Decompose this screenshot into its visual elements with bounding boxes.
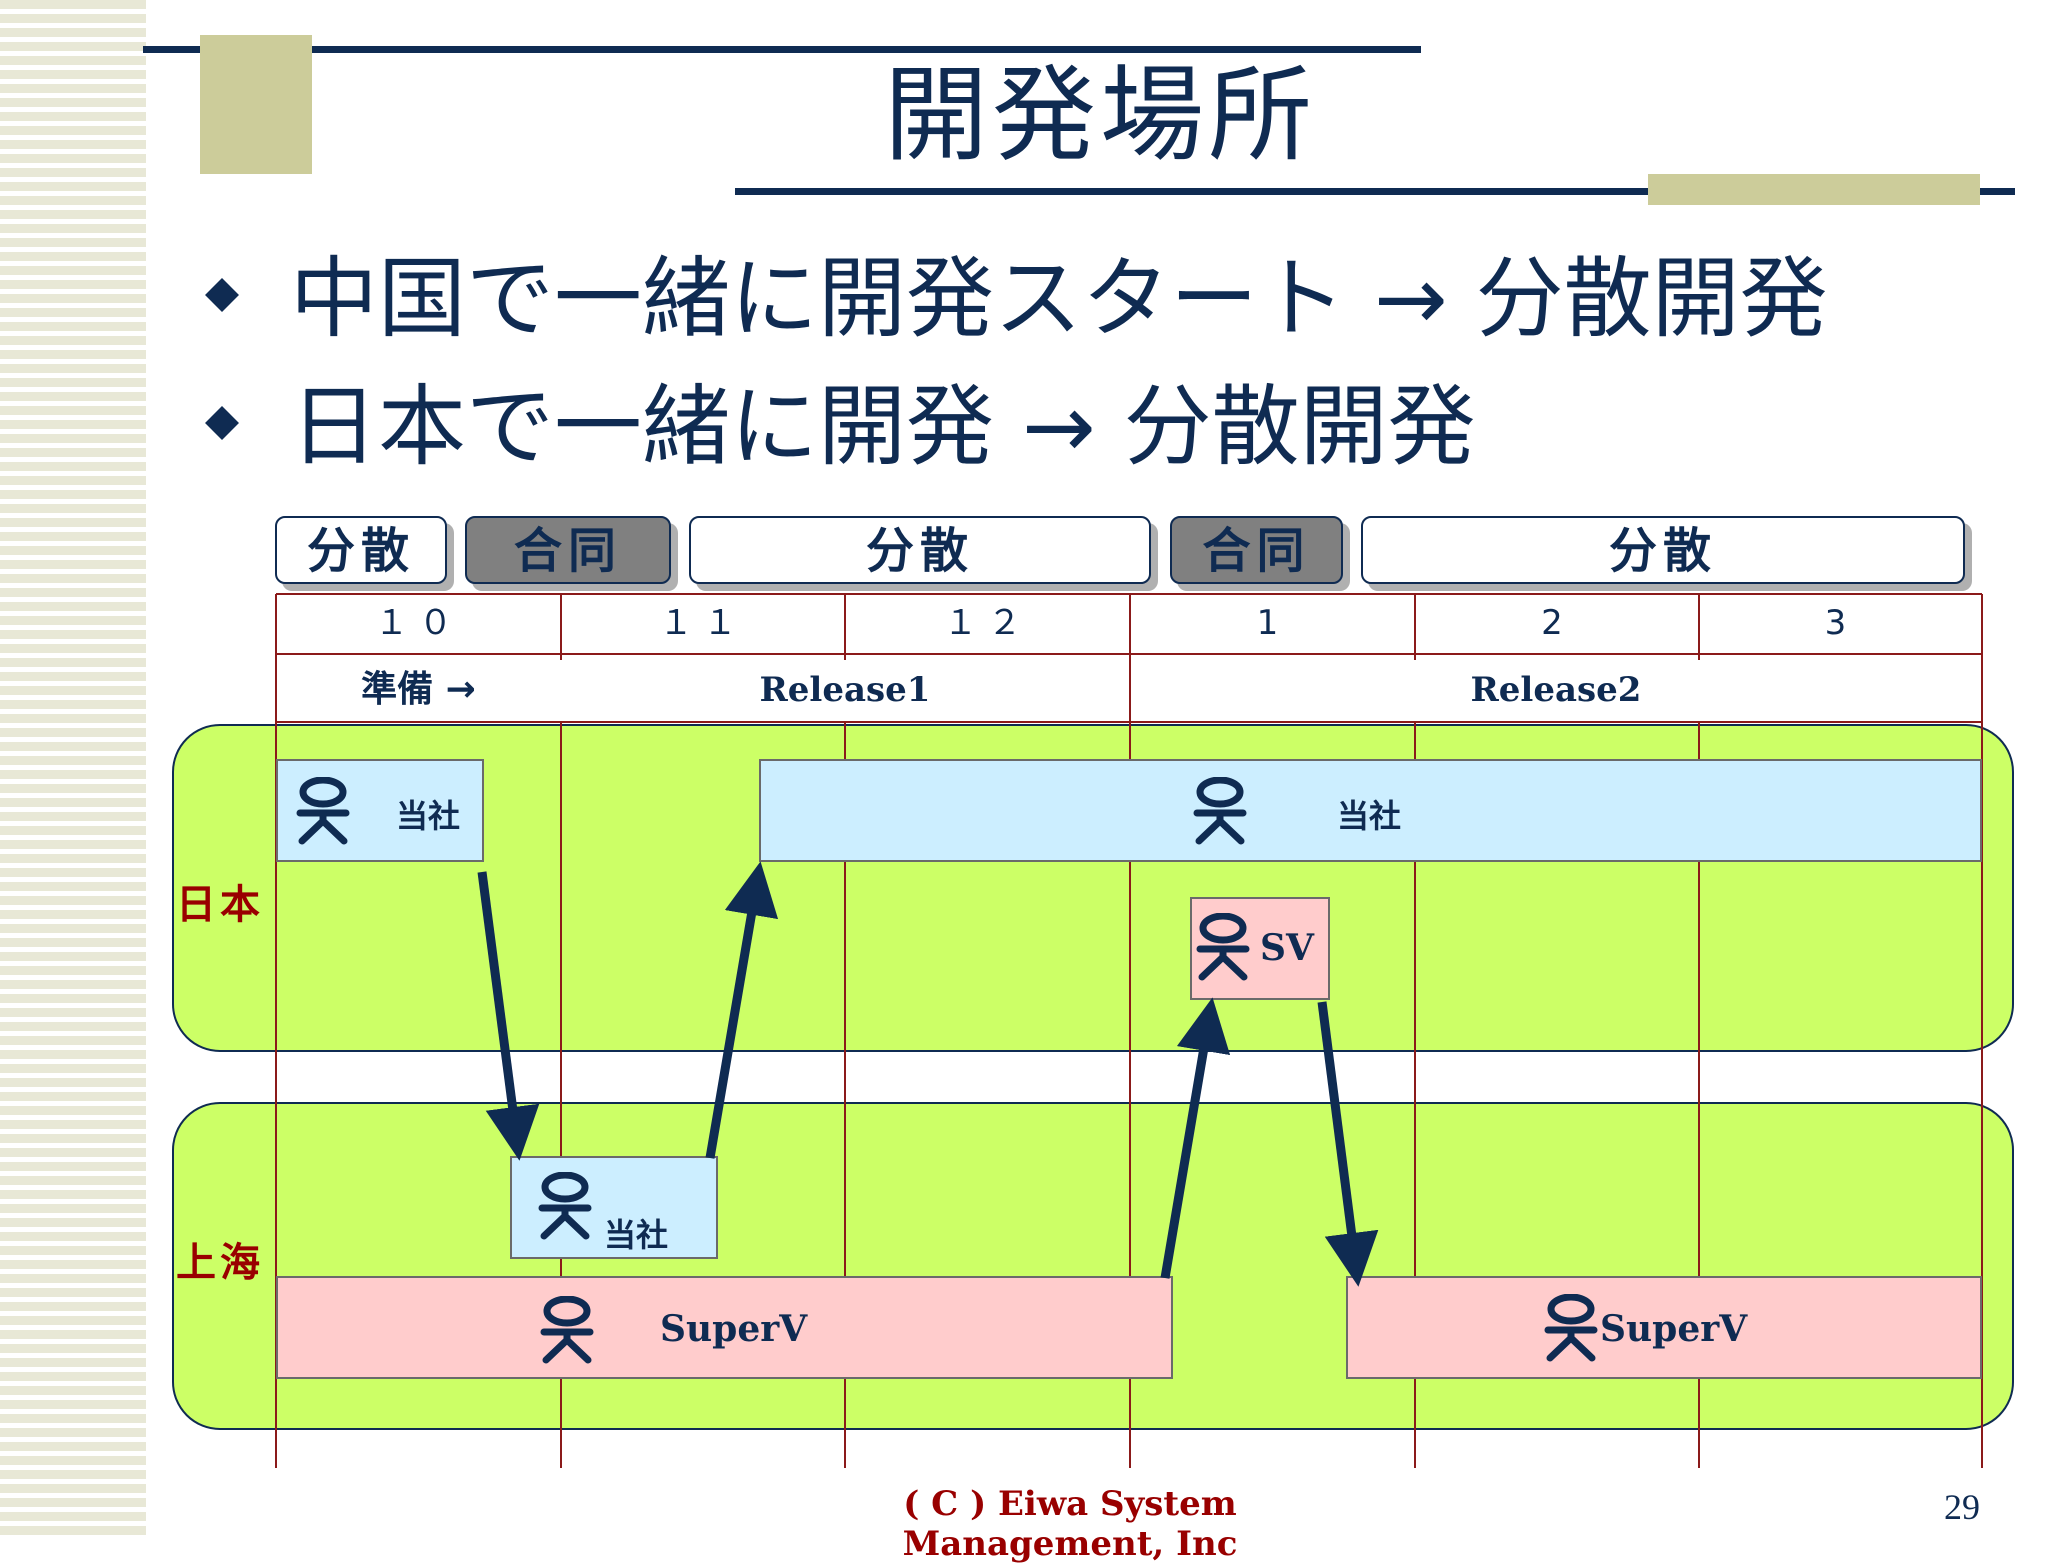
release-2: Release2	[1470, 670, 1642, 710]
phase-joint-1: 合同	[465, 516, 671, 584]
bar-label: 当社	[1337, 797, 1402, 835]
bullet-item-2: 日本で一緒に開発 → 分散開発	[205, 372, 1476, 482]
bar-label: 当社	[396, 797, 461, 835]
phase-joint-2: 合同	[1170, 516, 1343, 584]
release-prep: 準備 →	[361, 669, 476, 710]
bar-japan-own-1: 当社	[276, 759, 484, 862]
release-1: Release1	[759, 670, 931, 710]
person-icon	[1193, 777, 1247, 845]
bar-label: SuperV	[660, 1308, 808, 1350]
month-oct: １０	[374, 603, 463, 643]
person-icon	[538, 1172, 592, 1240]
bar-shanghai-own: 当社	[510, 1156, 718, 1259]
person-icon	[1544, 1294, 1598, 1362]
title-accent-block-right	[1648, 174, 1980, 205]
phase-distributed-3: 分散	[1361, 516, 1965, 584]
month-nov: １１	[659, 603, 747, 643]
region-label-japan: 日本	[176, 882, 264, 928]
phase-distributed-1: 分散	[275, 516, 447, 584]
bar-label: SV	[1260, 927, 1314, 969]
arrow-japan-to-shanghai-1	[477, 871, 540, 1161]
bullet-text-1: 中国で一緒に開発スタート → 分散開発	[290, 247, 1828, 350]
footer-copyright: ( C ) Eiwa System Management, Inc	[902, 1484, 1238, 1564]
title-rule-bottom	[735, 188, 2015, 195]
bar-shanghai-superv-2: SuperV	[1346, 1276, 1982, 1379]
month-mar: 3	[1824, 603, 1857, 643]
arrow-japan-to-shanghai-2	[1317, 1001, 1379, 1287]
page-title: 開発場所	[883, 54, 1316, 176]
month-dec: １２	[943, 603, 1032, 643]
bar-japan-own-2: 当社	[759, 759, 1982, 862]
page-number: 29	[1944, 1487, 1980, 1527]
title-rule-top	[143, 46, 1421, 53]
person-icon	[296, 777, 350, 845]
phase-distributed-2: 分散	[689, 516, 1151, 584]
person-icon	[540, 1296, 594, 1364]
region-label-shanghai: 上海	[176, 1240, 264, 1286]
title-accent-block	[200, 35, 312, 174]
month-feb: 2	[1541, 603, 1573, 643]
arrow-shanghai-to-japan-1	[705, 861, 779, 1159]
bullet-text-2: 日本で一緒に開発 → 分散開発	[290, 375, 1476, 478]
arrow-shanghai-to-japan-2	[1160, 997, 1231, 1279]
bar-japan-sv: SV	[1190, 897, 1330, 1000]
bar-label: 当社	[604, 1216, 669, 1254]
person-icon	[1196, 913, 1250, 981]
bar-label: SuperV	[1600, 1308, 1748, 1350]
bar-shanghai-superv-1: SuperV	[276, 1276, 1173, 1379]
month-jan: 1	[1256, 603, 1289, 643]
decorative-stripes	[0, 0, 146, 1536]
bullet-item-1: 中国で一緒に開発スタート → 分散開発	[205, 244, 1828, 354]
